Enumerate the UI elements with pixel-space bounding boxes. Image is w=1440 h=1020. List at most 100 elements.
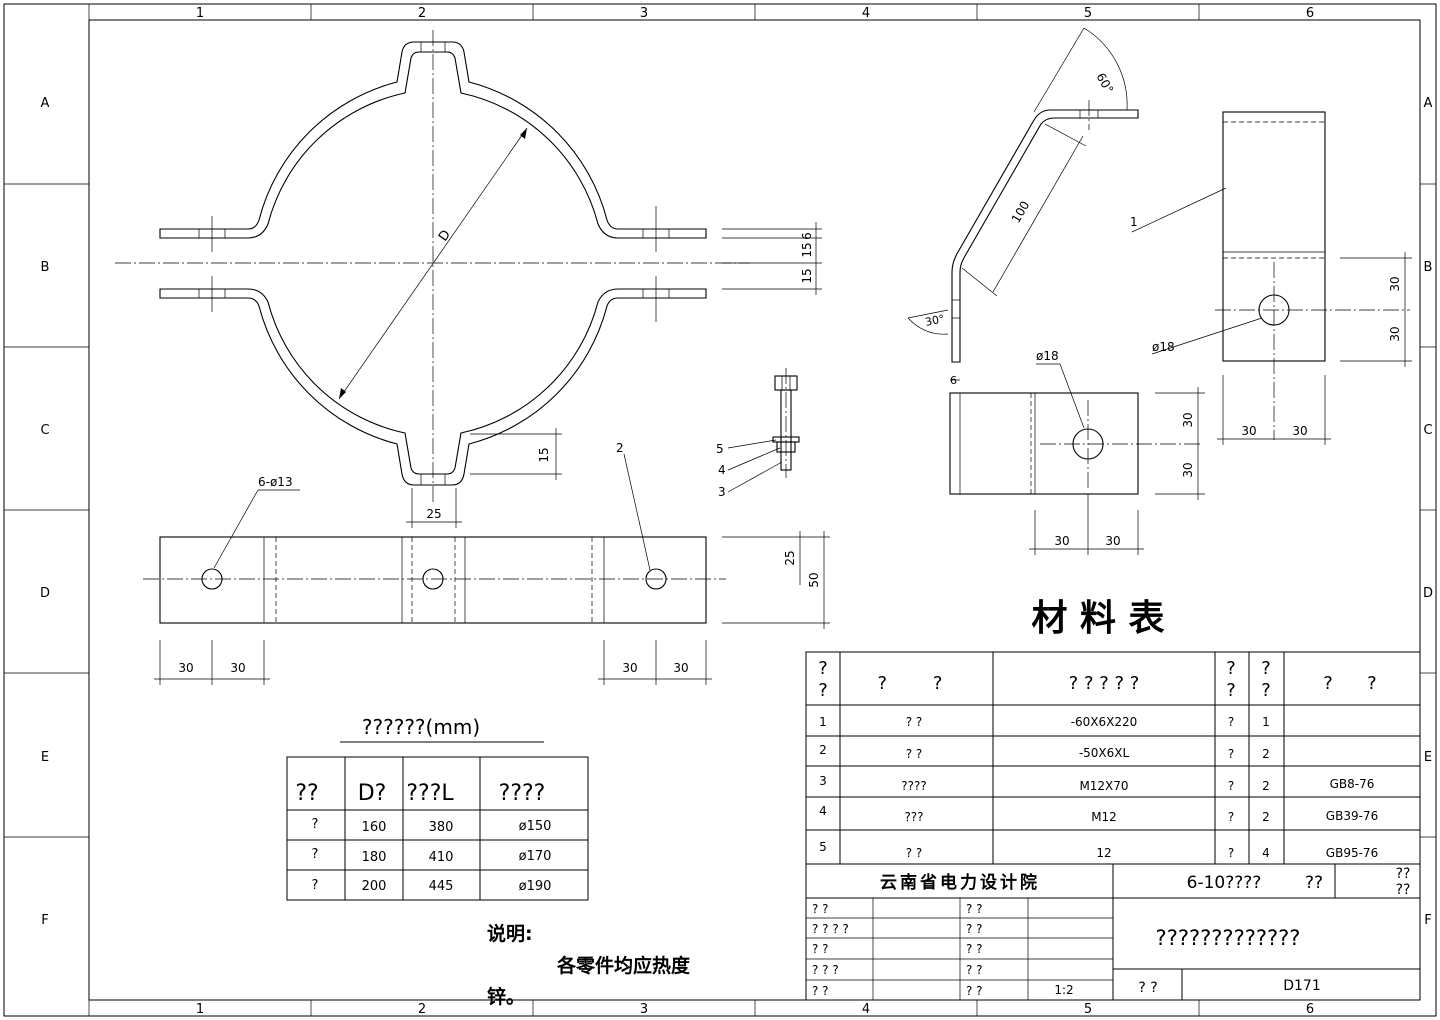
row-label: A <box>41 96 50 111</box>
bolt-ref-3: 3 <box>718 485 726 499</box>
plate-hole: ø18 <box>1152 340 1175 354</box>
size-cell: 445 <box>429 879 454 894</box>
dim-left-2: 30 <box>230 661 245 675</box>
dim-flange-gap: 15 <box>800 242 814 257</box>
row-label: B <box>1424 260 1433 275</box>
row-label: F <box>1424 913 1431 928</box>
col-label: 2 <box>418 6 426 21</box>
size-header: ?? <box>295 781 318 806</box>
col-label: 6 <box>1306 6 1314 21</box>
title-block: 云南省电力设计院 6-10???? ?? ?? ?? ?????????????… <box>805 863 1421 1001</box>
sign-label: ? ? ? ? <box>812 922 849 936</box>
col-label: 4 <box>862 6 870 21</box>
project-suffix: ?? <box>1305 873 1323 893</box>
mat-header-remark: ? ? <box>1323 673 1376 694</box>
mat-cell: 5 <box>819 840 827 854</box>
dim-width: 50 <box>807 572 821 587</box>
size-cell: 410 <box>429 850 454 865</box>
size-table-title: ??????(mm) <box>362 715 480 739</box>
size-cell: ? <box>312 817 319 832</box>
material-table-title: 材 料 表 <box>1031 598 1164 639</box>
size-cell: ? <box>312 878 319 893</box>
mat-cell: 12 <box>1096 846 1111 860</box>
dim-flange-lower: 15 <box>800 268 814 283</box>
dim-bracket-r1: 30 <box>1181 412 1195 427</box>
notes-line-2: 锌。 <box>487 985 525 1008</box>
row-label: E <box>1424 750 1432 765</box>
plate-view: 1 ø18 30 30 30 30 <box>1130 111 1412 445</box>
notes: 说明: 各零件均应热度 锌。 <box>487 922 691 1008</box>
mat-header-spec: ? ? ? ? ? <box>1069 673 1140 694</box>
row-label: E <box>41 750 49 765</box>
row-label: D <box>1423 586 1433 601</box>
dim-length: 100 <box>1009 199 1033 226</box>
bolt-detail: 5 4 3 <box>716 368 800 499</box>
dim-right-1: 30 <box>622 661 637 675</box>
part-ref-1: 1 <box>1130 215 1138 229</box>
mat-cell: ? <box>1228 715 1234 729</box>
size-cell: ø170 <box>519 849 552 864</box>
notes-line-1: 各零件均应热度 <box>556 954 691 977</box>
mat-cell: ? ? <box>906 715 923 729</box>
row-label: B <box>41 260 50 275</box>
sign-label: ? ? <box>812 984 829 998</box>
inner-frame <box>88 19 1421 1001</box>
col-label: 3 <box>640 6 648 21</box>
size-header: ???? <box>499 781 546 806</box>
sign-label: ? ? <box>812 942 829 956</box>
mat-cell: ? <box>1228 810 1234 824</box>
col-label: 1 <box>196 1002 204 1017</box>
corner-mark-2: ?? <box>1396 882 1411 898</box>
size-cell: ø190 <box>519 879 552 894</box>
project-name: 6-10???? <box>1187 873 1262 893</box>
dim-plate-b1: 30 <box>1241 424 1256 438</box>
dim-bracket-b1: 30 <box>1054 534 1069 548</box>
size-cell: 200 <box>362 879 387 894</box>
col-label: 1 <box>196 6 204 21</box>
sign-label: ? ? <box>966 984 983 998</box>
zone-ticks <box>4 4 1436 1016</box>
dim-neck-height: 15 <box>537 447 551 462</box>
row-label: A <box>1424 96 1433 111</box>
material-table: ? ? ? ? ? ? ? ? ? ? ? ? ? ? ? 1 ? ? -60X… <box>805 651 1421 865</box>
drawing-no-label: ? ? <box>1138 980 1157 996</box>
col-label: 5 <box>1084 6 1092 21</box>
mat-cell: M12X70 <box>1079 779 1128 793</box>
col-label: 2 <box>418 1002 426 1017</box>
mat-cell: M12 <box>1091 810 1117 824</box>
bracket-plan-view: 6 ø18 30 30 30 30 <box>949 349 1205 555</box>
row-label: C <box>1423 423 1432 438</box>
dim-left-1: 30 <box>178 661 193 675</box>
diameter-label: D <box>436 227 454 244</box>
mat-header-unit: ? <box>1226 658 1236 679</box>
zone-labels: 1 2 3 4 5 6 1 2 3 4 5 6 A B C D E F A B … <box>40 6 1433 1017</box>
mat-cell: 4 <box>819 804 827 818</box>
size-cell: 160 <box>362 820 387 835</box>
sign-label: ? ? <box>966 942 983 956</box>
size-table: ??????(mm) ?? D? ???L ???? ? 160 380 ø15… <box>286 715 589 901</box>
bolt-ref-4: 4 <box>718 463 726 477</box>
hole-callout: 6-ø13 <box>258 475 293 489</box>
mat-header-qty: ? <box>1261 658 1271 679</box>
corner-mark: ?? <box>1396 866 1411 882</box>
col-label: 4 <box>862 1002 870 1017</box>
mat-cell: ? ? <box>906 747 923 761</box>
size-cell: 180 <box>362 850 387 865</box>
dim-bracket-b2: 30 <box>1105 534 1120 548</box>
size-header: D? <box>358 781 387 806</box>
mat-cell: -50X6XL <box>1079 746 1130 760</box>
sign-label: ? ? <box>966 963 983 977</box>
size-cell: ? <box>312 847 319 862</box>
dim-flange-thickness: 6 <box>800 232 814 240</box>
mat-cell: 4 <box>1262 846 1270 860</box>
mat-cell: ? <box>1228 846 1234 860</box>
mat-cell: ? <box>1228 779 1234 793</box>
size-cell: 380 <box>429 820 454 835</box>
sign-label: ? ? <box>966 922 983 936</box>
sign-label: ? ? <box>812 902 829 916</box>
mat-cell: 2 <box>1262 810 1270 824</box>
dim-plate-r2: 30 <box>1388 326 1402 341</box>
mat-header-name: ? ? <box>878 673 943 694</box>
row-label: D <box>40 586 50 601</box>
